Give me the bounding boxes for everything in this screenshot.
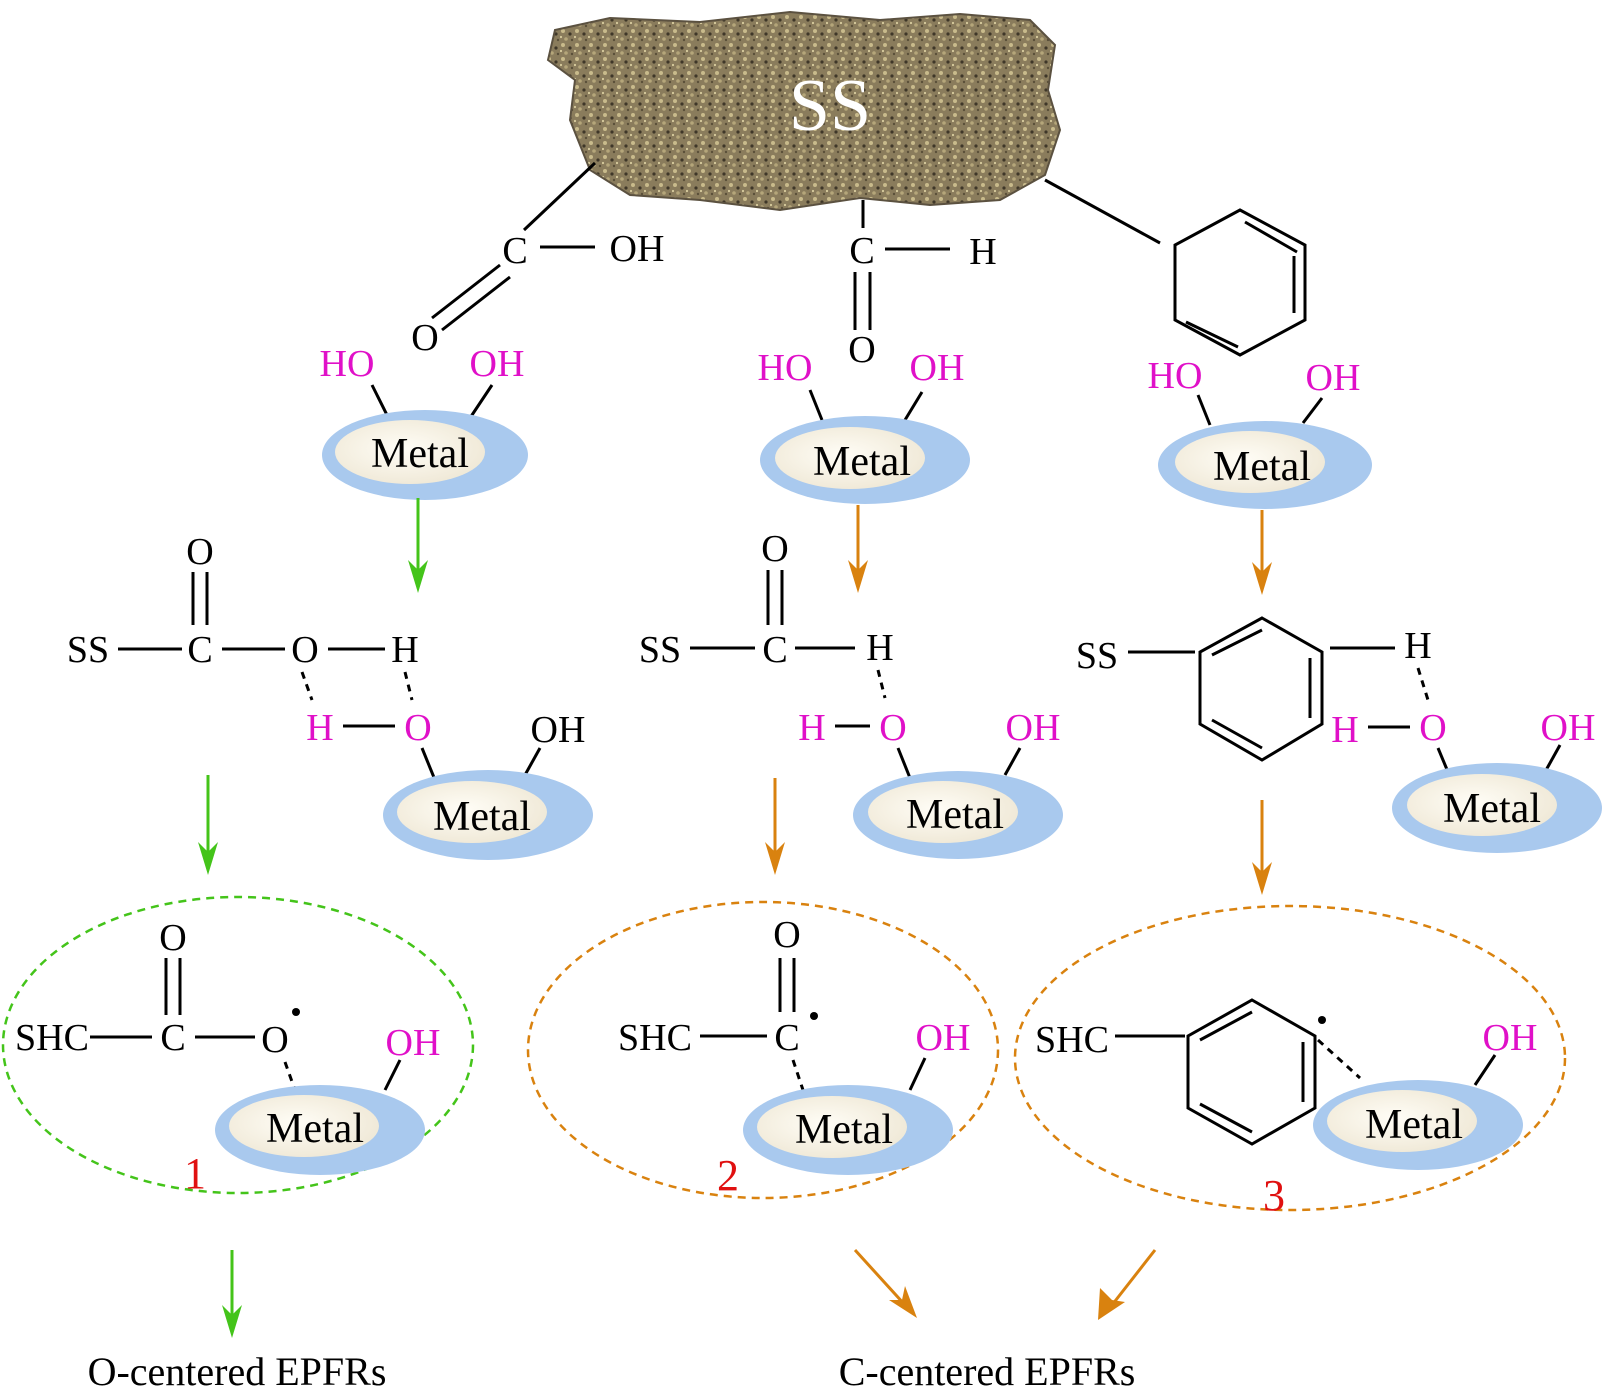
p1-o-top: O [159,917,186,959]
inter2-h-mag: H [798,707,825,749]
top-phenyl-group [1044,178,1307,357]
top-carboxyl-group: C OH O [411,161,665,359]
p3-shc: SHC [1035,1019,1109,1061]
metal-label: Metal [906,792,1004,838]
product-1: O SHC C O OH Metal 1 [1,895,475,1198]
inter1-ss: SS [67,629,109,671]
product-1-boundary [1,895,475,1195]
inter2-o-mag: O [879,707,906,749]
arrow-row-1 [408,498,1272,595]
metal-label: Metal [266,1106,364,1152]
aldehyde-c: C [849,230,874,272]
green-arrow-head [408,560,428,593]
inter3-h: H [1404,625,1431,667]
inter3-ss: SS [1076,635,1118,677]
metal-label: Metal [433,794,531,840]
intermediate-1: O SS C O H H O OH Metal [67,531,593,860]
inter2-c: C [762,629,787,671]
inter3-h-mag: H [1331,709,1358,751]
ho-label: HO [1148,355,1203,397]
ho-label: HO [320,343,375,385]
metal-label: Metal [1365,1102,1463,1148]
p2-shc: SHC [618,1017,692,1059]
final-arrows [222,1248,1157,1338]
metal-hydroxide-3: HO OH Metal [1148,355,1372,509]
radical-dot [810,1012,818,1020]
p3-benzene-ring [1186,998,1317,1146]
p1-c: C [160,1017,185,1059]
ho-label: HO [758,347,813,389]
oh-label: OH [470,343,525,385]
metal-label: Metal [1443,786,1541,832]
carboxyl-oh: OH [610,228,665,270]
product-1-number: 1 [184,1149,206,1198]
ss-support-label: SS [789,65,871,147]
inter2-h: H [866,627,893,669]
intermediate-2: O SS C H H O OH Metal [639,528,1063,859]
p1-shc: SHC [15,1017,89,1059]
inter2-ss: SS [639,629,681,671]
inter3-oh: OH [1541,707,1596,749]
metal-hydroxide-1: HO OH Metal [320,343,528,500]
product-2-boundary [526,900,1000,1200]
inter1-h-mag: H [306,707,333,749]
arrow-row-2 [198,775,1272,895]
p3-oh: OH [1483,1017,1538,1059]
aldehyde-o: O [848,329,875,371]
inter1-oh: OH [531,709,586,751]
inter3-benzene-ring [1198,616,1324,762]
carboxyl-o: O [411,317,438,359]
intermediate-3: SS H H O OH Metal [1076,616,1602,853]
o-centered-caption: O-centered EPFRs [88,1349,387,1390]
product-3: SHC OH Metal 3 [1013,904,1567,1220]
p1-o-radical: O [261,1019,288,1061]
p2-o-top: O [773,914,800,956]
oh-label: OH [1306,357,1361,399]
inter1-h: H [391,629,418,671]
product-3-number: 3 [1263,1171,1285,1220]
oh-label: OH [910,347,965,389]
radical-dot [292,1008,300,1016]
ss-support: SS [546,10,1062,212]
aldehyde-h: H [969,231,996,273]
c-centered-caption: C-centered EPFRs [839,1349,1136,1390]
metal-label: Metal [371,431,469,477]
p2-oh: OH [916,1017,971,1059]
inter1-c: C [187,629,212,671]
inter3-o-mag: O [1419,707,1446,749]
product-2-number: 2 [717,1151,739,1200]
p1-oh: OH [386,1022,441,1064]
carboxyl-c: C [502,230,527,272]
metal-label: Metal [813,439,911,485]
inter1-o-top: O [186,531,213,573]
metal-label: Metal [795,1107,893,1153]
inter2-oh: OH [1006,707,1061,749]
metal-hydroxide-2: HO OH Metal [758,347,970,504]
inter1-o-mag: O [404,707,431,749]
product-2: O SHC C OH Metal 2 [526,900,1000,1200]
radical-dot [1318,1016,1326,1024]
ss-rock-shape [546,10,1062,212]
product-3-boundary [1013,904,1567,1212]
top-benzene-ring [1173,208,1307,357]
inter2-o-top: O [761,528,788,570]
metal-label: Metal [1213,444,1311,490]
p2-c-radical: C [774,1017,799,1059]
inter1-o: O [291,629,318,671]
top-aldehyde-group: C H O [848,200,997,371]
